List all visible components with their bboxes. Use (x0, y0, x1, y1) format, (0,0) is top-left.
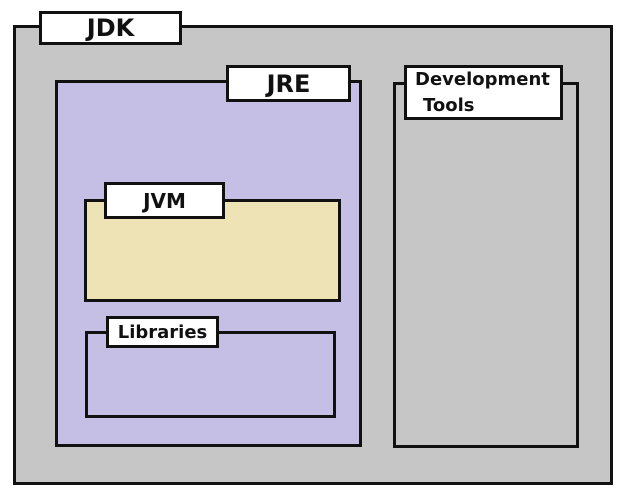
jdk-label: JDK (39, 11, 182, 45)
development-tools-label-line1: Development (415, 68, 550, 90)
jre-label: JRE (226, 65, 351, 102)
jvm-label: JVM (104, 182, 225, 219)
development-tools-label-line2: Tools (423, 94, 475, 116)
development-tools-container (393, 82, 579, 448)
development-tools-label: Development Tools (404, 65, 563, 120)
libraries-label: Libraries (106, 316, 219, 348)
